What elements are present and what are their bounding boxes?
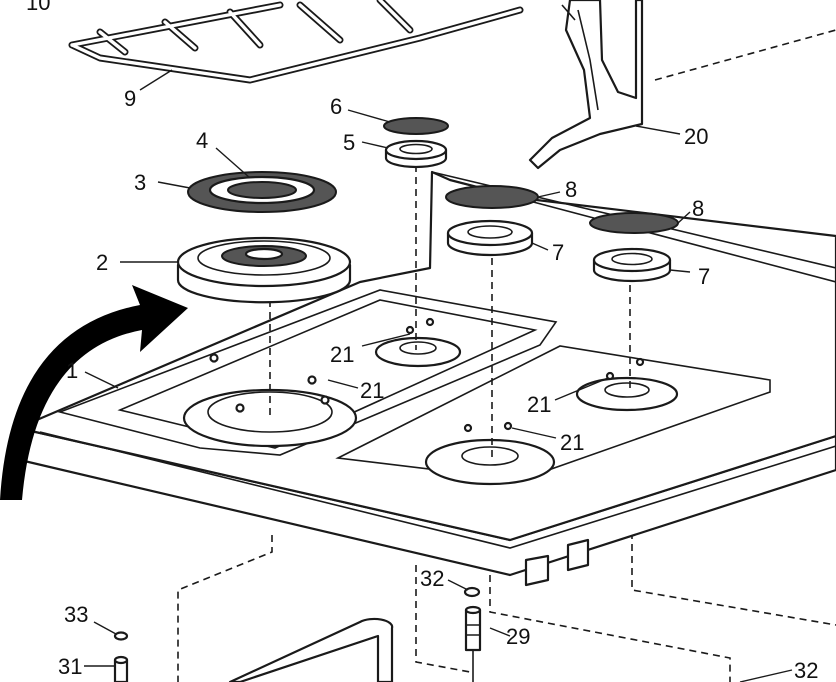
callout-8-left: 8 <box>565 177 577 202</box>
burner-cap-4 <box>227 181 297 199</box>
hidden-outline-lines <box>177 29 836 682</box>
rotation-arrow-icon <box>0 285 188 500</box>
washer-33 <box>113 631 129 641</box>
burner-bowl-right-rear <box>575 376 679 412</box>
leader-lines <box>84 69 793 682</box>
screws-21 <box>209 317 645 433</box>
callout-20: 20 <box>684 124 708 149</box>
orifice-29 <box>464 605 482 682</box>
callout-2: 2 <box>96 250 108 275</box>
burner-base-5 <box>384 139 448 169</box>
callout-7-right: 7 <box>698 264 710 289</box>
callout-8-right: 8 <box>692 196 704 221</box>
burner-base-2 <box>176 236 352 304</box>
callout-33: 33 <box>64 602 88 627</box>
callout-21-c: 21 <box>527 392 551 417</box>
alignment-lines <box>269 165 631 460</box>
cooktop-main-top <box>16 170 836 577</box>
callout-6: 6 <box>330 94 342 119</box>
callout-21-d: 21 <box>560 430 584 455</box>
callout-21-a: 21 <box>330 342 354 367</box>
callout-labels: 10 9 4 3 2 1 6 5 8 8 7 7 20 21 21 21 21 … <box>26 0 818 682</box>
burner-bowl-left-front <box>182 388 358 448</box>
callout-5: 5 <box>343 130 355 155</box>
callout-4: 4 <box>196 128 208 153</box>
callout-21-b: 21 <box>360 378 384 403</box>
callout-9: 9 <box>124 86 136 111</box>
callout-7-left: 7 <box>552 240 564 265</box>
callout-31: 31 <box>58 654 82 679</box>
callout-10: 10 <box>26 0 50 15</box>
callout-1: 1 <box>66 358 78 383</box>
burner-cap-8-right <box>589 212 679 234</box>
burner-7-right <box>592 247 672 283</box>
burner-7-left <box>446 219 534 257</box>
lower-frame <box>228 617 394 682</box>
mounting-brackets <box>524 538 590 587</box>
burner-bowl-left-rear <box>374 336 462 368</box>
burner-cap-8-left <box>445 185 539 209</box>
burner-bowl-right-front <box>424 438 556 486</box>
burner-cap-6 <box>383 117 449 135</box>
washer-32 <box>463 586 481 598</box>
callout-29: 29 <box>506 624 530 649</box>
callout-3: 3 <box>134 170 146 195</box>
tube-31 <box>113 655 129 682</box>
bracket-20 <box>528 0 644 170</box>
callout-32-a: 32 <box>420 566 444 591</box>
callout-32-b: 32 <box>794 658 818 682</box>
grate-9 <box>68 0 524 84</box>
